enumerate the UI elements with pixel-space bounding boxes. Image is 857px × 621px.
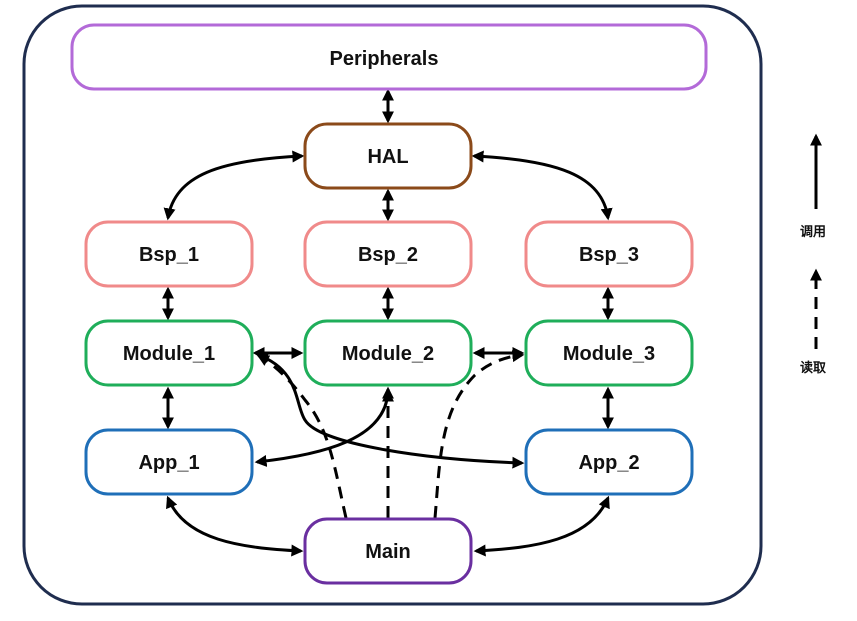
node-label-app-1: App_1 (138, 452, 199, 474)
edges (162, 88, 614, 557)
edge-main-module1-read (256, 354, 348, 519)
node-hal: HAL (303, 122, 473, 190)
node-module-2: Module_2 (303, 319, 473, 387)
node-label-module-1: Module_1 (123, 343, 215, 365)
node-label-bsp-2: Bsp_2 (358, 244, 418, 266)
legend: 调用 读取 (800, 133, 827, 376)
node-peripherals: Peripherals (70, 23, 708, 91)
node-main: Main (303, 517, 473, 585)
node-module-1: Module_1 (84, 319, 254, 387)
legend-call-label: 调用 (800, 225, 826, 240)
legend-read-label: 读取 (800, 360, 827, 376)
edge-main-module3-read (433, 350, 525, 519)
node-label-bsp-3: Bsp_3 (579, 244, 639, 266)
edge-app1-main (166, 495, 304, 557)
node-label-hal: HAL (367, 146, 408, 168)
node-label-module-2: Module_2 (342, 343, 434, 365)
node-label-bsp-1: Bsp_1 (139, 244, 199, 266)
outer-frame (22, 4, 763, 606)
node-label-peripherals: Peripherals (330, 48, 439, 70)
edge-hal-bsp3 (471, 150, 613, 221)
node-label-main: Main (365, 541, 411, 563)
node-module-3: Module_3 (524, 319, 694, 387)
node-app-2: App_2 (524, 428, 694, 496)
node-label-app-2: App_2 (578, 452, 639, 474)
edge-app2-main (473, 495, 610, 557)
node-label-module-3: Module_3 (563, 343, 655, 365)
node-bsp-2: Bsp_2 (303, 220, 473, 288)
edge-hal-bsp1 (163, 150, 305, 221)
node-bsp-1: Bsp_1 (84, 220, 254, 288)
node-app-1: App_1 (84, 428, 254, 496)
node-bsp-3: Bsp_3 (524, 220, 694, 288)
